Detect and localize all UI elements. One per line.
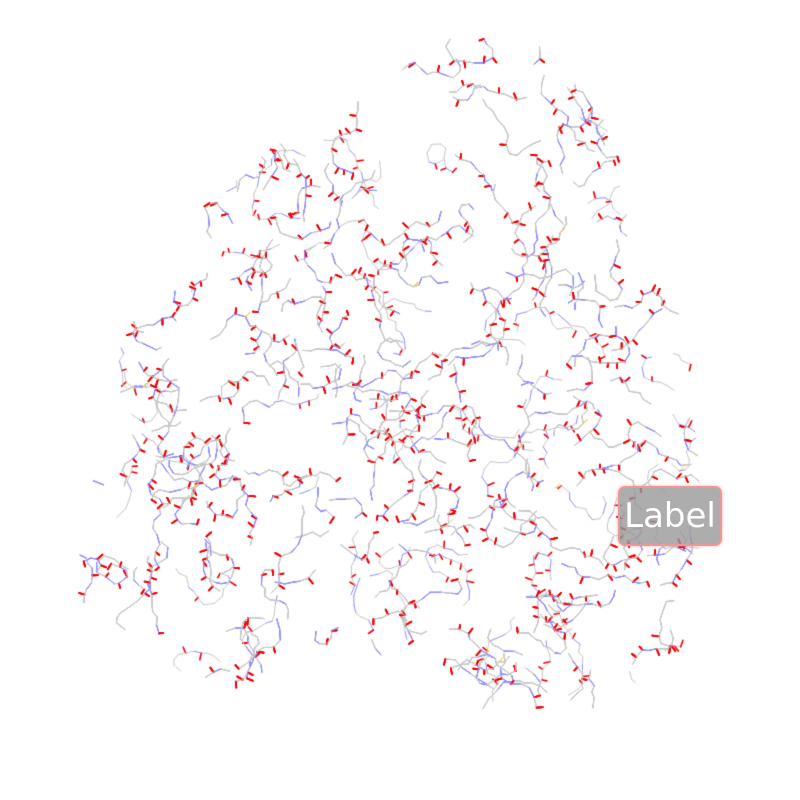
atom-label: Label: [618, 486, 722, 546]
